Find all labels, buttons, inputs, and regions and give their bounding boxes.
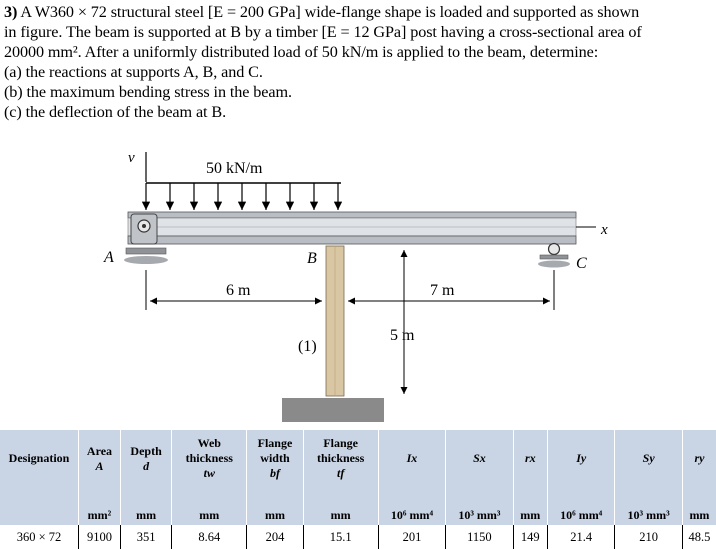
roller-support-c: [538, 242, 570, 268]
problem-line-1: 3) A W360 × 72 structural steel [E = 200…: [4, 2, 714, 22]
x-axis-label: x: [600, 222, 608, 238]
problem-part-c: (c) the deflection of the beam at B.: [4, 103, 227, 121]
table-unit-7: 10³ mm³: [445, 487, 514, 525]
span-bc-label: 7 m: [430, 282, 455, 299]
table-cell-0: 360 × 72: [16, 529, 62, 544]
pin-support-a: [124, 213, 168, 264]
ground-block: [282, 398, 384, 422]
v-axis-label: v: [128, 150, 135, 166]
table-header-10: Sy: [614, 430, 683, 487]
problem-line-2: in figure. The beam is supported at B by…: [4, 23, 642, 41]
table-header-8: rx: [512, 430, 548, 487]
table-cell-2: 351: [119, 525, 172, 549]
post-label: (1): [298, 338, 317, 355]
table-unit-11: mm: [681, 487, 716, 525]
support-c-label: C: [576, 255, 587, 272]
problem-line-3: 20000 mm². After a uniformly distributed…: [4, 43, 599, 61]
table-cell-11: 48.5: [681, 525, 716, 549]
table-header-text: d: [143, 458, 150, 473]
span-ab-label: 6 m: [226, 282, 251, 299]
table-header-text: tf: [336, 466, 345, 480]
problem-part-a: (a) the reactions at supports A, B, and …: [4, 63, 263, 81]
table-header-text: bf: [269, 466, 280, 480]
table-header-text: A: [95, 458, 104, 473]
table-header-11: ry: [681, 430, 716, 487]
dimension-lines: [145, 250, 555, 394]
table-cell-1: 9100: [78, 525, 121, 549]
table-unit-4: mm: [246, 487, 304, 525]
table-header-text: Sy: [642, 451, 655, 465]
beam: [127, 211, 577, 245]
support-b-label: B: [307, 250, 317, 267]
table-header-text: Flange: [257, 436, 293, 450]
table-unit-3: mm: [171, 487, 247, 525]
table-unit-0: [0, 487, 79, 525]
table-unit-10: 10³ mm³: [614, 487, 683, 525]
table-header-text: rx: [524, 451, 536, 465]
table-header-text: Designation: [8, 451, 70, 465]
load-arrows: [141, 183, 343, 210]
table-unit-9: 10⁶ mm⁴: [546, 487, 615, 525]
table-header-6: Ix: [377, 430, 446, 487]
table-header-text: Ix: [406, 451, 418, 465]
problem-text-1: A W360 × 72 structural steel [E = 200 GP…: [20, 3, 640, 21]
problem-statement: 3) A W360 × 72 structural steel [E = 200…: [4, 2, 714, 122]
table-header-text: Flange: [323, 436, 358, 450]
table-header-text: thickness: [316, 451, 365, 465]
table-header-text: ry: [694, 451, 705, 465]
table-header-text: width: [260, 451, 290, 465]
table-cell-5: 15.1: [302, 525, 379, 549]
table-cell-10: 210: [614, 525, 683, 549]
load-label: 50 kN/m: [206, 160, 263, 177]
table-header-text: thickness: [185, 451, 233, 465]
table-unit-8: mm: [512, 487, 548, 525]
table-header-text: Area: [86, 443, 113, 458]
beam-figure: v 50 kN/m x A C B (1): [103, 150, 608, 422]
problem-part-b: (b) the maximum bending stress in the be…: [4, 83, 292, 101]
table-header-9: Iy: [546, 430, 615, 487]
table-cell-6: 201: [377, 525, 446, 549]
table-cell-8: 149: [512, 525, 548, 549]
support-a-label: A: [103, 249, 114, 266]
problem-number: 3): [4, 3, 18, 21]
table-cell-9: 21.4: [546, 525, 615, 549]
table-cell-4: 204: [246, 525, 304, 549]
table-cell-7: 1150: [445, 525, 514, 549]
table-header-0: Designation: [0, 430, 79, 487]
table-header-text: Web: [197, 436, 221, 450]
table-unit-1: mm²: [78, 487, 121, 525]
table-unit-6: 10⁶ mm⁴: [377, 487, 446, 525]
table-header-text: Iy: [576, 451, 587, 465]
table-header-text: Depth: [130, 443, 162, 458]
table-header-text: tw: [203, 466, 215, 480]
table-unit-2: mm: [119, 487, 172, 525]
table-unit-5: mm: [302, 487, 379, 525]
table-cell-3: 8.64: [171, 525, 247, 549]
post-height-label: 5 m: [390, 327, 415, 344]
table-header-text: Sx: [473, 451, 486, 465]
table-header-7: Sx: [445, 430, 514, 487]
